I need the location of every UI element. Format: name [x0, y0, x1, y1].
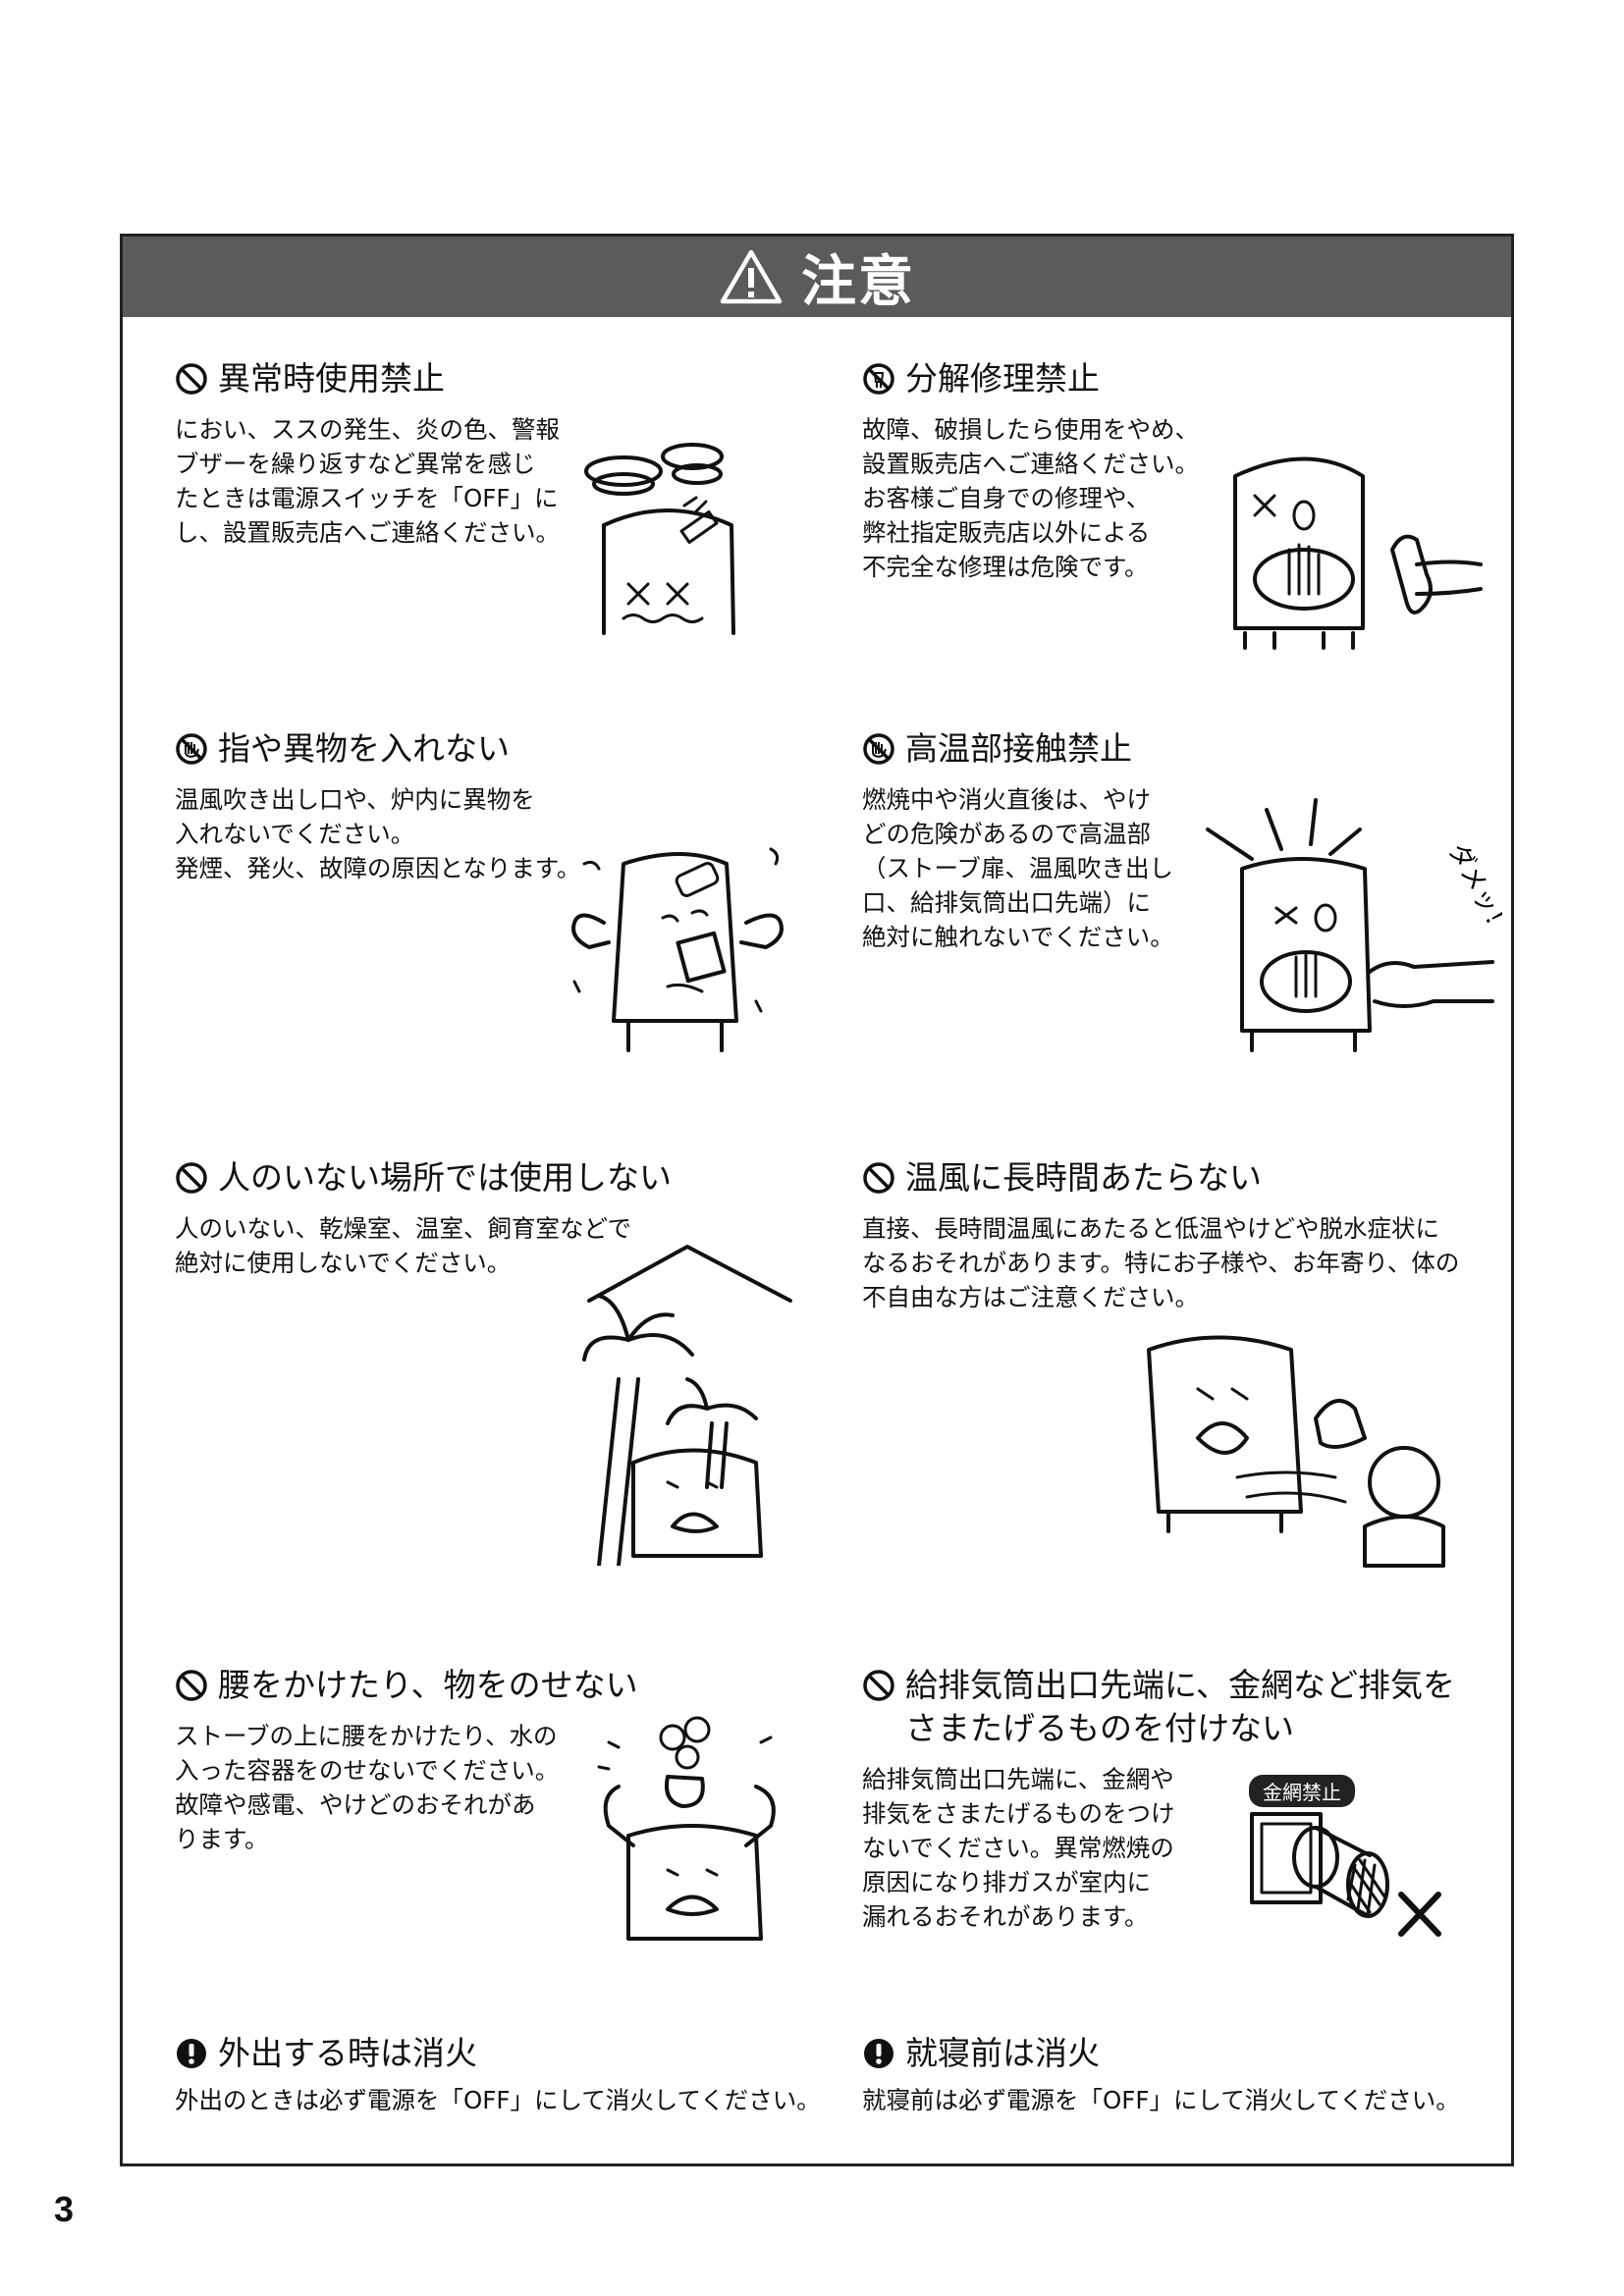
section-disassembly: 分解修理禁止 故障、破損したら使用をやめ、 設置販売店へご連絡ください。 お客様…: [862, 357, 1235, 584]
greenhouse-heater-illustration: [582, 1245, 792, 1566]
section-heading: 給排気筒出口先端に、金網など排気を さまたげるものを付けない: [862, 1664, 1490, 1750]
prohibition-icon: [863, 1162, 894, 1194]
warning-triangle-icon: [720, 249, 783, 304]
dame-shout-text: ダメッ！: [1442, 838, 1502, 941]
hot-surface-heater-illustration: ダメッ！: [1206, 798, 1502, 1052]
section-unattended: 人のいない場所では使用しない 人のいない、乾燥室、温室、飼育室などで 絶対に使用…: [175, 1156, 725, 1280]
section-heading: 温風に長時間あたらない: [862, 1156, 1490, 1200]
section-going-out: 外出する時は消火 外出のときは必ず電源を「OFF」にして消火してください。: [175, 2032, 852, 2117]
section-body: 外出のときは必ず電源を「OFF」にして消火してください。: [175, 2086, 821, 2114]
no-touch-icon: [863, 733, 894, 765]
section-bedtime: 就寝前は消火 就寝前は必ず電源を「OFF」にして消火してください。: [862, 2032, 1490, 2117]
section-heading: 高温部接触禁止: [862, 727, 1216, 771]
section-fingers: 指や異物を入れない 温風吹き出し口や、炉内に異物を 入れないでください。 発煙、…: [175, 727, 626, 885]
section-hot-surface: 高温部接触禁止 燃焼中や消火直後は、やけ どの危険があるので高温部 （ストーブ扉…: [862, 727, 1216, 954]
section-abnormal: 異常時使用禁止 におい、ススの発生、炎の色、警報 ブザーを繰り返すなど異常を感じ…: [175, 357, 587, 550]
banner-title: 注意: [801, 249, 915, 314]
section-body: 給排気筒出口先端に、金網や 排気をさまたげるものをつけ ないでください。異常燃焼…: [862, 1765, 1175, 1931]
section-body: 燃焼中や消火直後は、やけ どの危険があるので高温部 （ストーブ扉、温風吹き出し …: [862, 785, 1174, 951]
caution-frame: 注意: [120, 234, 1514, 2166]
section-heading: 人のいない場所では使用しない: [175, 1156, 725, 1200]
no-disassembly-icon: [863, 363, 894, 395]
caution-banner: 注意: [123, 237, 1511, 317]
section-body: 直接、長時間温風にあたると低温やけどや脱水症状に なるおそれがあります。特にお子…: [862, 1214, 1460, 1311]
section-heading: 分解修理禁止: [862, 357, 1235, 400]
prohibition-icon: [863, 1670, 894, 1701]
section-heading: 就寝前は消火: [862, 2032, 1490, 2075]
flue-wire-mesh-illustration: [1250, 1812, 1441, 1937]
section-body: 温風吹き出し口や、炉内に異物を 入れないでください。 発煙、発火、故障の原因とな…: [175, 785, 581, 882]
dizzy-heater-illustration: [584, 443, 735, 635]
section-body: 人のいない、乾燥室、温室、飼育室などで 絶対に使用しないでください。: [175, 1214, 632, 1277]
section-warm-air: 温風に長時間あたらない 直接、長時間温風にあたると低温やけどや脱水症状に なるお…: [862, 1156, 1490, 1314]
vase-on-heater-illustration: [597, 1716, 776, 1941]
section-heading: 外出する時は消火: [175, 2032, 852, 2075]
section-body: 就寝前は必ず電源を「OFF」にして消火してください。: [862, 2086, 1460, 2114]
section-heading: 指や異物を入れない: [175, 727, 626, 771]
section-sitting: 腰をかけたり、物をのせない ストーブの上に腰をかけたり、水の 入った容器をのせな…: [175, 1664, 666, 1856]
section-body: におい、ススの発生、炎の色、警報 ブザーを繰り返すなど異常を感じ たときは電源ス…: [175, 415, 560, 547]
no-touch-icon: [176, 733, 207, 765]
section-heading: 腰をかけたり、物をのせない: [175, 1664, 666, 1707]
section-body: 故障、破損したら使用をやめ、 設置販売店へご連絡ください。 お客様ご自身での修理…: [862, 415, 1199, 581]
warm-air-heater-illustration: [1147, 1335, 1445, 1568]
prohibition-icon: [176, 363, 207, 395]
repair-heater-illustration: [1233, 456, 1483, 650]
section-body: ストーブの上に腰をかけたり、水の 入った容器をのせないでください。 故障や感電、…: [175, 1722, 560, 1853]
section-heading: 異常時使用禁止: [175, 357, 587, 400]
section-flue-outlet: 給排気筒出口先端に、金網など排気を さまたげるものを付けない 給排気筒出口先端に…: [862, 1664, 1490, 1934]
page-number: 3: [54, 2189, 75, 2229]
prohibition-icon: [176, 1162, 207, 1194]
mandatory-icon: [177, 2039, 206, 2068]
panicking-heater-illustration: [571, 847, 784, 1052]
mandatory-icon: [864, 2039, 893, 2068]
prohibition-icon: [176, 1670, 207, 1701]
wire-mesh-label: 金網禁止: [1249, 1775, 1355, 1807]
